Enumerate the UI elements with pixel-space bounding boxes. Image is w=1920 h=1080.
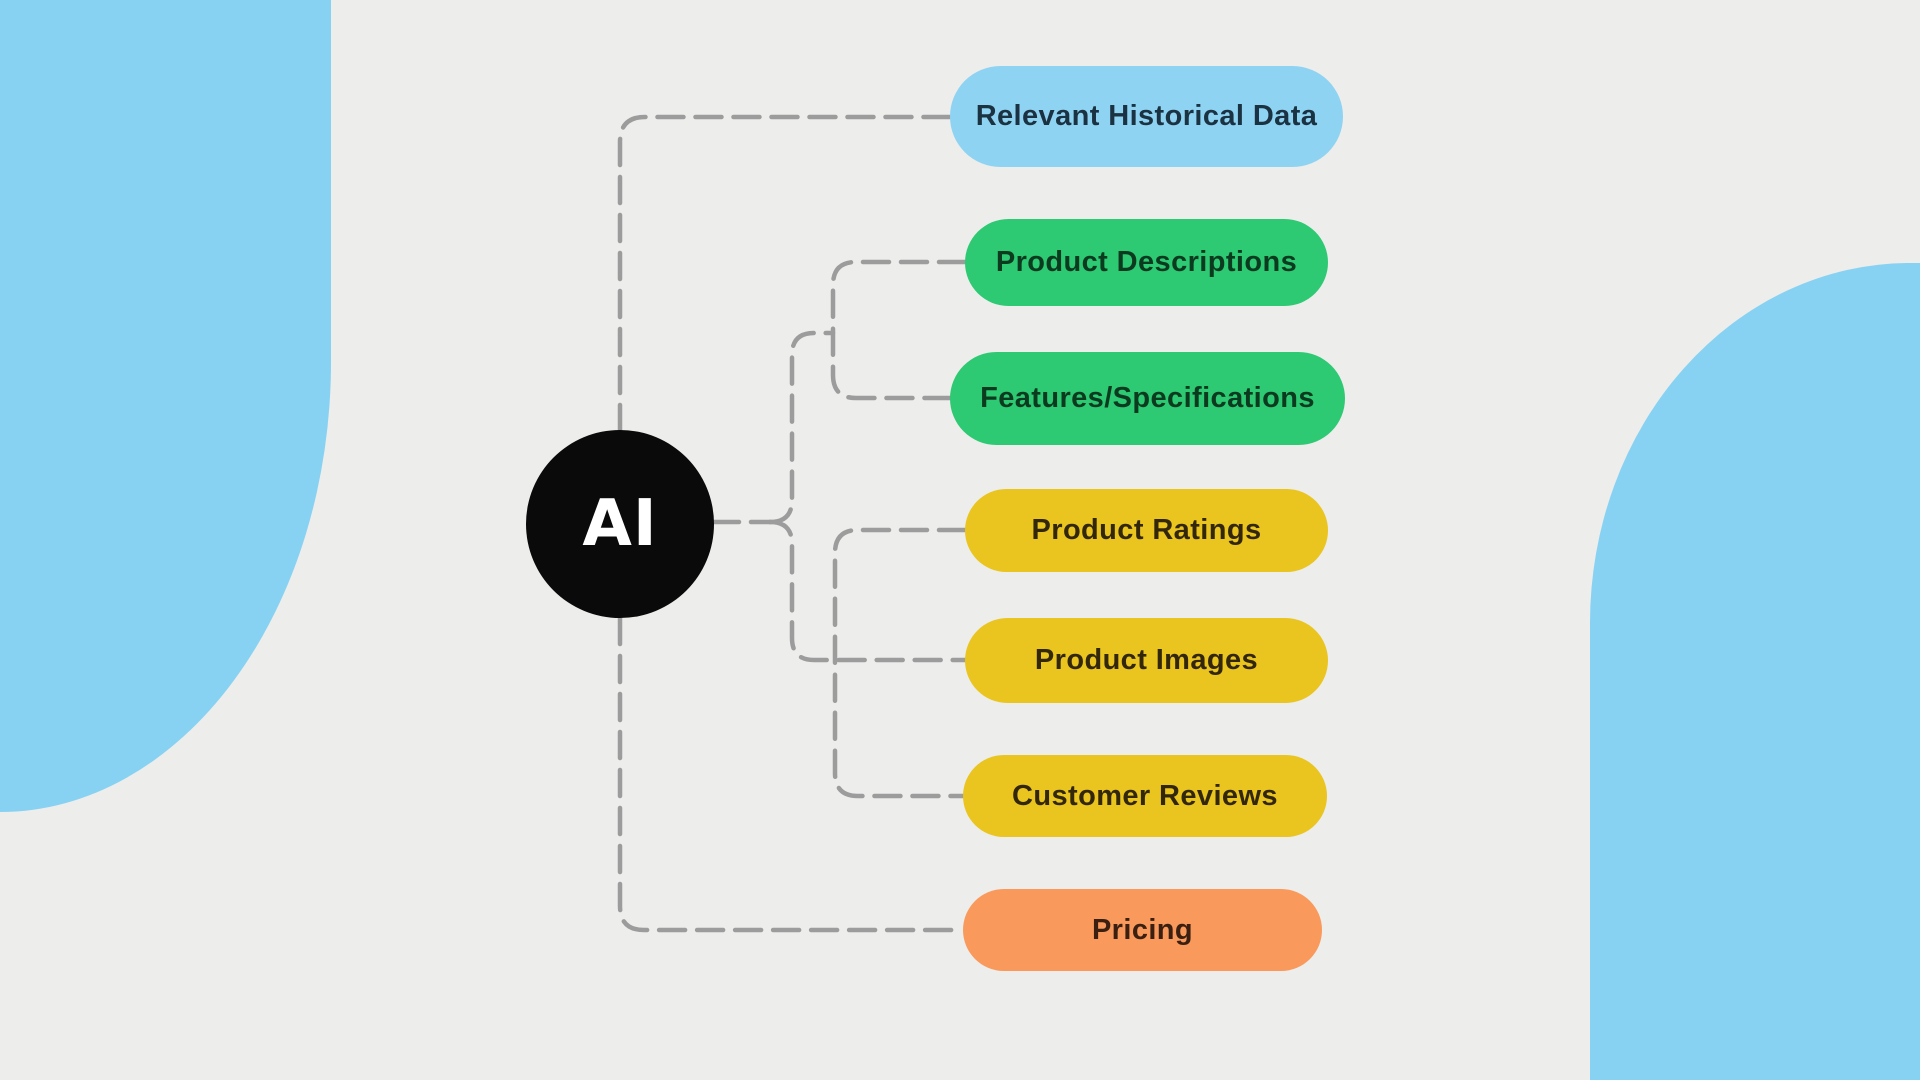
node-features-specifications: Features/Specifications xyxy=(950,352,1345,445)
connector-branch-up-green-group xyxy=(767,330,836,525)
node-relevant-historical-data: Relevant Historical Data xyxy=(950,66,1343,167)
connector-yellow-bracket xyxy=(832,527,968,799)
node-label: Product Ratings xyxy=(1031,514,1262,546)
node-pricing: Pricing xyxy=(963,889,1322,971)
node-customer-reviews: Customer Reviews xyxy=(963,755,1327,837)
node-label: Features/Specifications xyxy=(980,382,1315,414)
center-node-label: AI xyxy=(582,487,658,561)
node-label: Product Descriptions xyxy=(995,246,1298,278)
connector-pricing xyxy=(617,615,966,933)
connector-green-bracket xyxy=(830,259,968,401)
connector-branch-down-product-images xyxy=(767,519,968,663)
node-product-descriptions: Product Descriptions xyxy=(965,219,1328,306)
center-node-ai: AI xyxy=(526,430,714,618)
node-label: Pricing xyxy=(1091,913,1194,946)
node-label: Product Images xyxy=(1034,644,1259,676)
connector-relevant-historical-data xyxy=(617,114,953,434)
node-label: Customer Reviews xyxy=(1012,779,1278,812)
node-product-ratings: Product Ratings xyxy=(965,489,1328,572)
node-product-images: Product Images xyxy=(965,618,1328,703)
node-label: Relevant Historical Data xyxy=(975,100,1318,132)
